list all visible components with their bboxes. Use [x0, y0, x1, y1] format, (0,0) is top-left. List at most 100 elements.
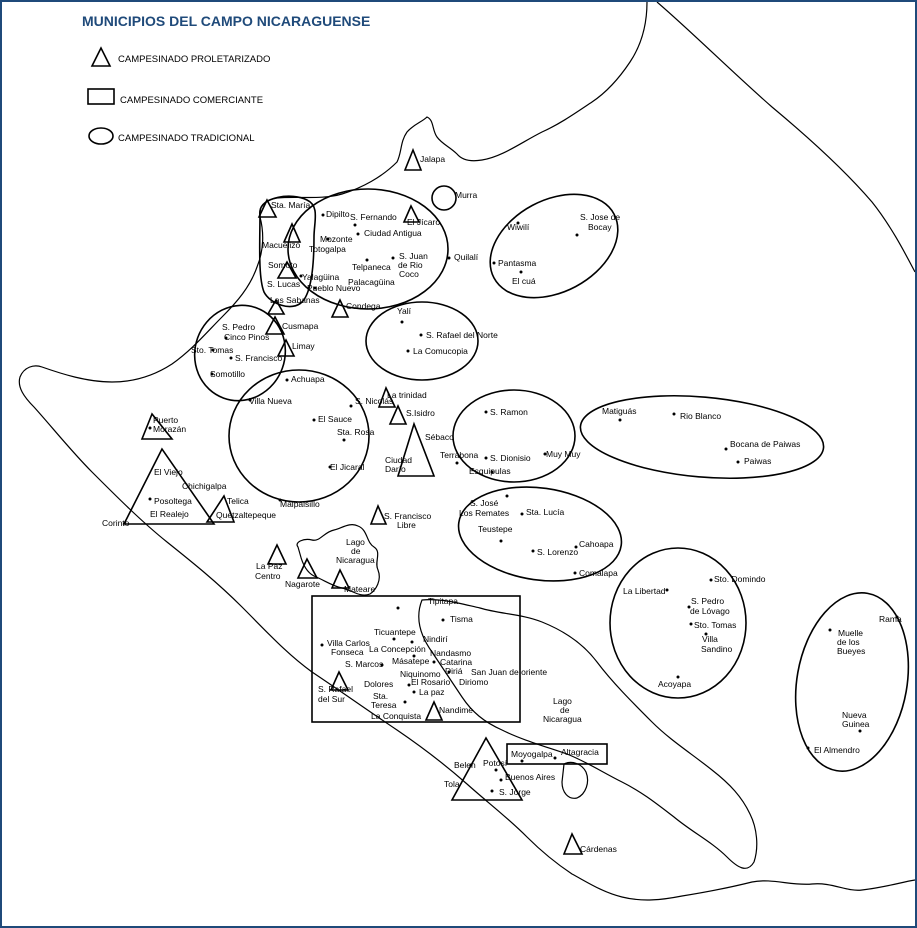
label-bocana-de-paiwas: Bocana de Paiwas	[730, 439, 800, 449]
dot-rama	[895, 615, 899, 619]
triangle-las-sabanas	[266, 298, 286, 315]
dot-wiwili	[516, 221, 520, 225]
label-el-realejo: El Realejo	[150, 509, 189, 519]
dot-san-francisco	[229, 356, 233, 360]
label-dolores: Dolores	[364, 679, 393, 689]
label-muy-muy: Muy Muy	[546, 449, 581, 459]
label-villa-nueva: Villa Nueva	[249, 396, 292, 406]
dot-catarina	[432, 660, 436, 664]
label-terrabona: Terrabona	[440, 450, 479, 460]
label-el-almendro: El Almendro	[814, 745, 860, 755]
label-sto-tomas-2: Sto. Tomas	[694, 620, 736, 630]
label-potosi: Potosí	[483, 758, 508, 768]
label-cinco-pinos: Cinco Pinos	[224, 332, 269, 342]
dot-belen	[469, 763, 473, 767]
label-fonseca: Fonseca	[331, 647, 364, 657]
dot-san-marcos	[380, 663, 384, 667]
dot-villa-carlos-fonseca	[320, 643, 324, 647]
label-pueblo-nuevo: Pueblo Nuevo	[307, 283, 361, 293]
label-cardenas: Cárdenas	[580, 844, 617, 854]
label-macuelizo: Macuelizo	[262, 240, 301, 250]
label-ciudad-antigua: Ciudad Antigua	[364, 228, 422, 238]
label-moyogalpa: Moyogalpa	[511, 749, 553, 759]
dot-sta-rosa	[342, 438, 346, 442]
label-nueva: Nueva	[842, 710, 867, 720]
label-de-lovago: de Lóvago	[690, 606, 730, 616]
dot-sta-teresa	[403, 700, 407, 704]
dot-san-lorenzo	[531, 549, 535, 553]
dot-ticuantepe	[392, 637, 396, 641]
label-mateare: Mateare	[344, 584, 375, 594]
label-catarina: Catarina	[440, 657, 472, 667]
label-telpaneca: Telpaneca	[352, 262, 391, 272]
dot-sta-lucia	[520, 512, 524, 516]
dot-telpaneca	[365, 258, 369, 262]
zone-boaco-ellipse	[457, 486, 623, 582]
zone-zelaya-ellipse	[794, 592, 910, 772]
proletarian-peasantry-zones	[122, 147, 584, 855]
label-bocay: Bocay	[588, 222, 612, 232]
label-telica: Telica	[227, 496, 249, 506]
zone-leon-north-ellipse	[228, 369, 370, 503]
label-el-rosario: El Rosario	[411, 677, 450, 687]
dot-acoyapa	[676, 675, 680, 679]
dot-buenos-aires	[499, 778, 503, 782]
label-dario: Darío	[385, 464, 406, 474]
dot-moyogalpa	[520, 759, 524, 763]
label-san-lorenzo: S. Lorenzo	[537, 547, 578, 557]
dot-terrabona	[455, 461, 459, 465]
label-coco: Coco	[399, 269, 419, 279]
triangle-sta-maria	[257, 198, 278, 218]
label-teresa: Teresa	[371, 700, 397, 710]
label-yali: Yalí	[397, 306, 412, 316]
label-el-cua: El cuá	[512, 276, 536, 286]
dot-tipitapa	[396, 606, 400, 610]
zone-nueva-segovia-ellipse	[287, 188, 449, 310]
dot-la-paz-carazo	[412, 690, 416, 694]
label-esquipulas: Esquipulas	[469, 466, 511, 476]
label-villa: Villa	[702, 634, 718, 644]
label-morazan: Morazán	[153, 424, 186, 434]
zone-ometepe-rect	[506, 743, 608, 765]
label-altagracia: Altagracia	[561, 747, 599, 757]
dot-mozonte	[326, 237, 330, 241]
dot-villa-sandino	[704, 632, 708, 636]
label-guinea: Guinea	[842, 719, 870, 729]
label-lago-2: Lago	[553, 696, 572, 706]
label-acoyapa: Acoyapa	[658, 679, 691, 689]
label-achuapa: Achuapa	[291, 374, 325, 384]
dot-puerto-morazan	[148, 426, 152, 430]
dot-san-jorge	[490, 789, 494, 793]
label-ticuantepe: Ticuantepe	[374, 627, 416, 637]
label-cusmapa: Cusmapa	[282, 321, 319, 331]
dot-san-jose-de-bocay	[575, 233, 579, 237]
dot-el-almendro	[806, 746, 810, 750]
label-pantasma: Pantasma	[498, 258, 537, 268]
label-somoto: Somoto	[268, 260, 298, 270]
dot-potosi	[494, 768, 498, 772]
label-jalapa: Jalapa	[420, 154, 445, 164]
label-san-dionisio: S. Dionisio	[490, 453, 531, 463]
dot-sto-tomas-chontales	[689, 622, 693, 626]
label-rio-blanco: Rio Blanco	[680, 411, 721, 421]
label-la-paz-2: La paz	[419, 687, 445, 697]
label-libre: Libre	[397, 520, 416, 530]
label-totogalpa: Totogalpa	[309, 244, 346, 254]
label-bueyes: Bueyes	[837, 646, 865, 656]
dot-la-libertad	[665, 588, 669, 592]
legend-label-proletarizado: CAMPESINADO PROLETARIZADO	[118, 54, 270, 65]
label-belen: Belen	[454, 760, 476, 770]
lake-managua-outline	[296, 524, 380, 596]
label-la-conquista: La Conquista	[371, 711, 421, 721]
label-cahoapa: Cahoapa	[579, 539, 614, 549]
label-buenos-aires: Buenos Aires	[505, 772, 555, 782]
label-sebaco: Sébaco	[425, 432, 454, 442]
label-san-jorge: S. Jorge	[499, 787, 531, 797]
label-puerto: Puerto	[153, 415, 178, 425]
legend-label-tradicional: CAMPESINADO TRADICIONAL	[118, 133, 255, 144]
label-san-rafael-del-norte: S. Rafael del Norte	[426, 330, 498, 340]
label-el-jicaral: El Jicaral	[330, 462, 365, 472]
label-teustepe: Teustepe	[478, 524, 513, 534]
label-corinto: Corinto	[102, 518, 130, 528]
zone-rio-blanco-ellipse	[579, 394, 825, 480]
